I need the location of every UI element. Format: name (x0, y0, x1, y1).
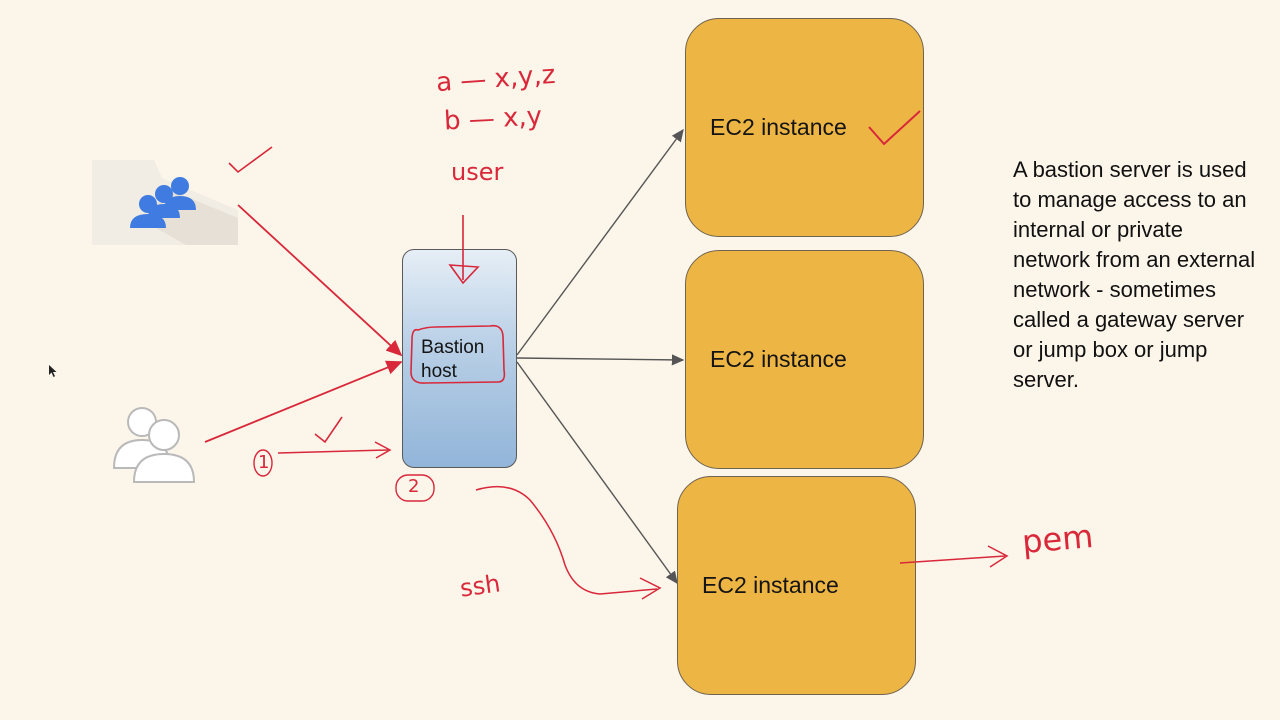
ec2-instance-label: EC2 instance (710, 346, 847, 372)
ec2-instance-label: EC2 instance (710, 114, 847, 140)
connector-users-bottom-bastion (204, 360, 403, 443)
users-group-icon (92, 160, 238, 245)
ec2-instance-box-top: EC2 instance (685, 18, 924, 237)
step1-arrow-head-icon (374, 441, 392, 459)
ec2-instance-box-bottom: EC2 instance (677, 476, 916, 695)
bastion-host-label: Bastion host (421, 337, 485, 382)
checkmark-icon (868, 110, 921, 146)
connector-bastion-ec2-bottom (516, 361, 678, 585)
annotation-pem: pem (1020, 516, 1095, 562)
description-text: A bastion server is used to manage acces… (1013, 157, 1256, 392)
bastion-host-box (402, 249, 517, 468)
annotation-b-xy: b — x,y (443, 101, 543, 137)
user-arrow-head-icon (448, 264, 480, 285)
connector-users-top-bastion (237, 204, 403, 357)
ec2-instance-label: EC2 instance (702, 572, 839, 598)
step2-circle (395, 474, 435, 502)
cursor-icon (49, 365, 57, 377)
users-outline-icon (110, 402, 196, 484)
checkmark-icon (314, 416, 343, 444)
ec2-instance-box-middle: EC2 instance (685, 250, 924, 469)
connector-bastion-ec2-top (516, 128, 684, 356)
pem-arrow-head-icon (987, 545, 1009, 568)
step1-arrow-line (277, 449, 389, 454)
annotation-user: user (451, 158, 504, 186)
ssh-arrow-head-icon (639, 577, 662, 600)
ssh-curve-arrow (475, 485, 658, 595)
pem-arrow-line (899, 555, 1006, 564)
bastion-highlight-outline (410, 324, 506, 384)
annotation-step2: 2 (408, 476, 420, 497)
step1-circle (253, 449, 273, 477)
checkmark-icon (228, 146, 273, 174)
annotation-step1: 1 (258, 452, 270, 473)
annotation-ssh: ssh (458, 569, 502, 603)
connector-bastion-ec2-middle (516, 354, 685, 366)
